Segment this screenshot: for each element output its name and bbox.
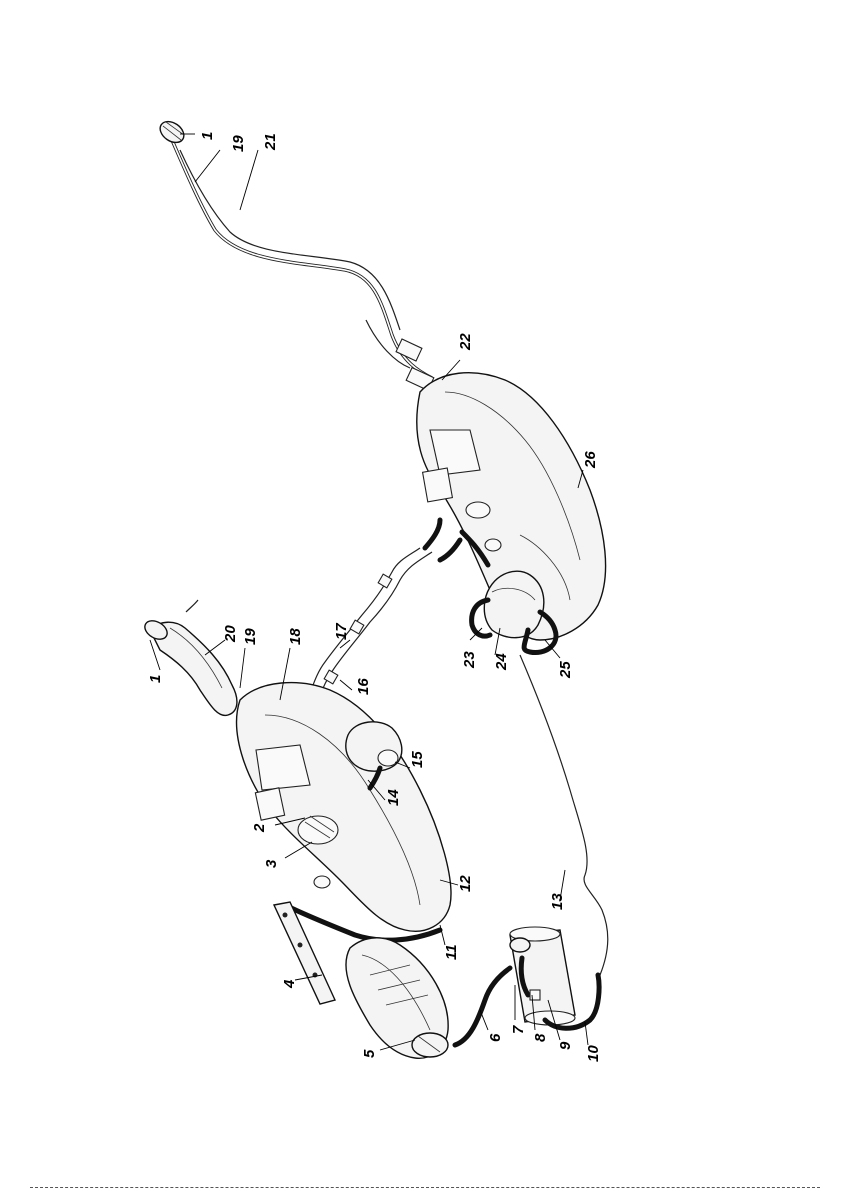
callout-21: 21 [262, 133, 279, 151]
callout-12: 12 [457, 875, 474, 892]
callout-7: 7 [510, 1025, 527, 1034]
callout-5: 5 [361, 1049, 378, 1058]
callout-23: 23 [461, 651, 478, 669]
callout-17: 17 [333, 623, 350, 640]
canister-9 [510, 927, 599, 1028]
aux-fuel-tank [237, 683, 451, 932]
callout-14: 14 [385, 789, 402, 806]
callout-6: 6 [487, 1033, 504, 1042]
callout-1-lower: 1 [147, 675, 164, 683]
fuel-pump-assembly [346, 938, 448, 1058]
callout-13: 13 [549, 893, 566, 910]
callout-3: 3 [263, 859, 280, 868]
bottom-rule [30, 1187, 820, 1188]
callout-2: 2 [251, 823, 268, 833]
fuel-cap-upper [156, 117, 188, 147]
callout-24: 24 [493, 653, 510, 671]
callout-15: 15 [409, 751, 426, 768]
callout-25: 25 [557, 661, 574, 679]
callout-8: 8 [532, 1033, 549, 1042]
callout-26: 26 [582, 451, 599, 469]
tank-pump-hose [425, 520, 440, 548]
callout-10: 10 [585, 1045, 602, 1062]
callout-22: 22 [457, 333, 474, 351]
callout-11: 11 [443, 944, 460, 960]
callout-9: 9 [557, 1041, 574, 1050]
callout-19-lower: 19 [242, 628, 259, 645]
tank-vent-hose [440, 540, 460, 560]
callout-4: 4 [281, 979, 298, 989]
callout-20: 20 [222, 625, 239, 643]
callout-19-upper: 19 [230, 135, 247, 152]
upper-filler-neck [156, 117, 434, 390]
hose-6 [455, 968, 510, 1045]
callout-18: 18 [287, 628, 304, 645]
callout-16: 16 [355, 678, 372, 695]
callout-1-upper: 1 [199, 132, 216, 140]
